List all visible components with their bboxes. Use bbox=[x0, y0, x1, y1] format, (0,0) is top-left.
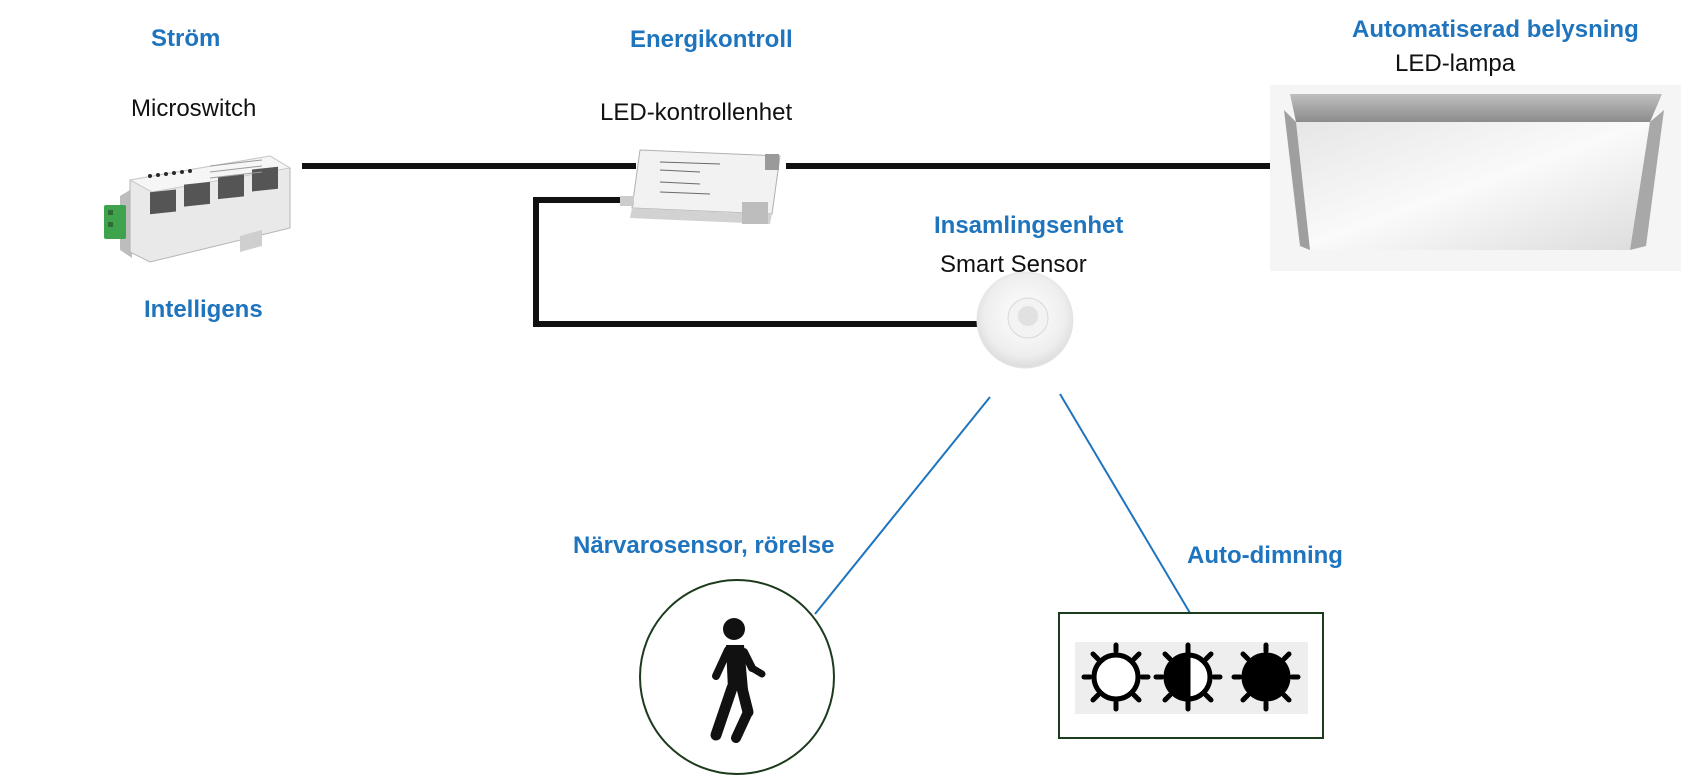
sun-filled-icon bbox=[1231, 642, 1301, 712]
microswitch-image bbox=[104, 155, 292, 263]
link-sensor-to-presence bbox=[814, 396, 991, 615]
led-lamp-label: LED-lampa bbox=[1395, 50, 1516, 77]
microswitch-label: Microswitch bbox=[131, 95, 257, 122]
energy-control-heading: Energikontroll bbox=[630, 26, 793, 53]
wire-controller-to-sensor bbox=[533, 197, 980, 327]
auto-dimming-heading: Auto-dimning bbox=[1187, 542, 1343, 569]
power-heading: Ström bbox=[151, 25, 221, 52]
collector-heading: Insamlingsenhet bbox=[934, 212, 1124, 239]
led-controller-label: LED-kontrollenhet bbox=[600, 99, 793, 126]
presence-heading: Närvarosensor, rörelse bbox=[573, 532, 835, 559]
wiring bbox=[302, 163, 1292, 327]
automated-lighting-heading: Automatiserad belysning bbox=[1352, 16, 1639, 43]
link-sensor-to-dimming bbox=[1059, 393, 1191, 614]
led-controller-image bbox=[620, 149, 781, 224]
led-panel-image bbox=[1270, 85, 1681, 271]
sun-outline-icon bbox=[1081, 642, 1151, 712]
sun-half-icon bbox=[1153, 642, 1223, 712]
smart-sensor-image bbox=[976, 271, 1074, 369]
smart-sensor-label: Smart Sensor bbox=[940, 251, 1087, 278]
intelligence-heading: Intelligens bbox=[144, 296, 263, 323]
walking-person-icon bbox=[710, 618, 766, 743]
